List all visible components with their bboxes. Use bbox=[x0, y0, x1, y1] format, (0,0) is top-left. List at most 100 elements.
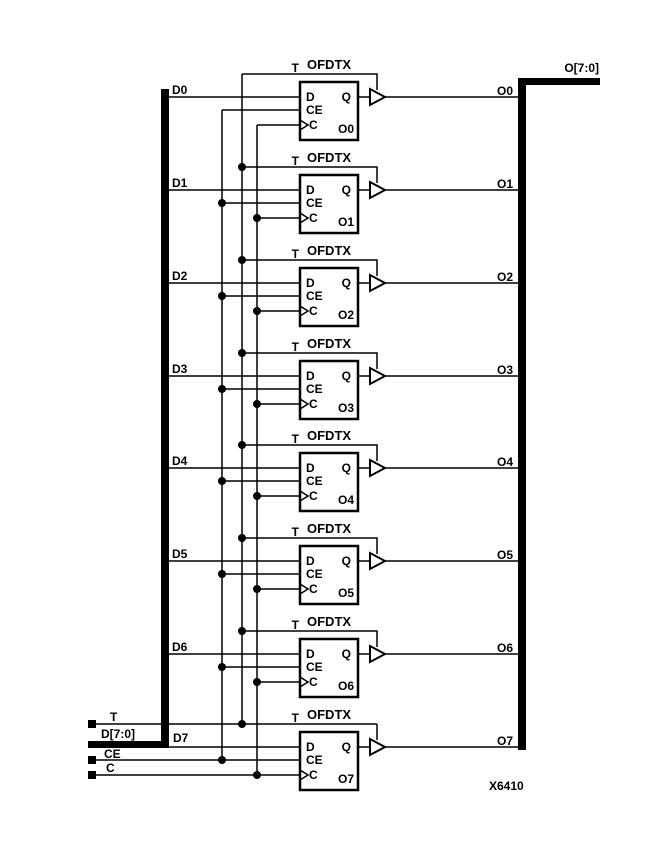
ff-wiring bbox=[167, 724, 518, 748]
tristate-buffer-icon bbox=[369, 87, 388, 107]
ff-title: OFDTX bbox=[307, 243, 351, 258]
tristate-buffer-icon bbox=[369, 366, 388, 386]
ff-input-label: D7 bbox=[173, 731, 189, 745]
ff-wiring bbox=[167, 630, 518, 683]
t-input-pin bbox=[88, 720, 96, 728]
ff-pin-d-label: D bbox=[306, 740, 315, 754]
ff-input-label: D0 bbox=[172, 83, 188, 97]
ff-pin-c-label: C bbox=[309, 489, 318, 503]
junction-dot bbox=[218, 477, 226, 485]
junction-dot bbox=[253, 214, 261, 222]
junction-dot bbox=[238, 349, 246, 357]
clock-chevron-icon bbox=[299, 212, 310, 224]
ff-pin-c-label: C bbox=[309, 304, 318, 318]
ff-t-label: T bbox=[292, 247, 300, 261]
flipflop-7: T OFDTX D7 D CE C Q O7 O7 bbox=[167, 707, 518, 792]
ff-pin-c-label: C bbox=[309, 582, 318, 596]
ff-pin-q-label: Q bbox=[342, 647, 351, 661]
ff-output-label: O1 bbox=[497, 177, 513, 191]
part-number-label: X6410 bbox=[489, 779, 524, 793]
ff-t-label: T bbox=[292, 711, 300, 725]
junction-dot bbox=[218, 199, 226, 207]
ff-pin-q-label: Q bbox=[342, 554, 351, 568]
ff-wiring bbox=[167, 444, 518, 497]
ff-input-label: D4 bbox=[172, 454, 188, 468]
junction-dot bbox=[238, 627, 246, 635]
ff-body bbox=[298, 266, 360, 328]
clock-chevron-icon bbox=[299, 119, 310, 131]
ff-pin-q-label: Q bbox=[342, 369, 351, 383]
output-bus-vertical bbox=[518, 78, 526, 750]
junction-dot bbox=[253, 400, 261, 408]
flipflop-2: T OFDTX D2 D CE C Q O2 O2 bbox=[167, 243, 518, 328]
ff-input-label: D6 bbox=[172, 640, 188, 654]
ff-pin-d-label: D bbox=[306, 276, 315, 290]
ff-title: OFDTX bbox=[307, 614, 351, 629]
ff-t-label: T bbox=[292, 618, 300, 632]
ff-pin-d-label: D bbox=[306, 183, 315, 197]
junction-dot bbox=[218, 570, 226, 578]
ff-body bbox=[298, 173, 360, 235]
input-bus-label: D[7:0] bbox=[101, 727, 135, 741]
ce-input-pin bbox=[88, 756, 96, 764]
ff-input-label: D1 bbox=[172, 176, 188, 190]
ff-title: OFDTX bbox=[307, 150, 351, 165]
clock-chevron-icon bbox=[299, 676, 310, 688]
ff-input-label: D5 bbox=[172, 547, 188, 561]
ff-pin-c-label: C bbox=[309, 397, 318, 411]
tristate-buffer-icon bbox=[369, 273, 388, 293]
ff-body bbox=[298, 359, 360, 421]
ff-pin-c-label: C bbox=[309, 675, 318, 689]
ff-input-label: D3 bbox=[172, 362, 188, 376]
flipflop-3: T OFDTX D3 D CE C Q O3 O3 bbox=[167, 336, 518, 421]
ff-pin-ce-label: CE bbox=[306, 567, 323, 581]
input-bus-horizontal bbox=[88, 741, 169, 748]
ff-instance-label: O0 bbox=[338, 122, 354, 136]
tristate-buffer-icon bbox=[369, 737, 388, 757]
junction-dot bbox=[238, 720, 246, 728]
ff-pin-ce-label: CE bbox=[306, 660, 323, 674]
junction-dot bbox=[218, 385, 226, 393]
junction-dot bbox=[218, 756, 226, 764]
ff-t-label: T bbox=[292, 525, 300, 539]
ff-pin-d-label: D bbox=[306, 369, 315, 383]
clock-chevron-icon bbox=[299, 305, 310, 317]
ff-instance-label: O2 bbox=[338, 308, 354, 322]
t-input-label: T bbox=[110, 710, 118, 724]
ff-pin-ce-label: CE bbox=[306, 474, 323, 488]
ff-wiring bbox=[167, 259, 518, 312]
ff-wiring bbox=[167, 352, 518, 405]
ff-t-label: T bbox=[292, 154, 300, 168]
flipflop-4: T OFDTX D4 D CE C Q O4 O4 bbox=[167, 428, 518, 513]
ff-pin-q-label: Q bbox=[342, 183, 351, 197]
ff-instance-label: O4 bbox=[338, 493, 354, 507]
tristate-buffer-icon bbox=[369, 180, 388, 200]
clock-chevron-icon bbox=[299, 583, 310, 595]
ff-pin-ce-label: CE bbox=[306, 103, 323, 117]
tristate-buffer-icon bbox=[369, 644, 388, 664]
ff-pin-q-label: Q bbox=[342, 276, 351, 290]
ff-output-label: O7 bbox=[497, 734, 513, 748]
junction-dot bbox=[238, 534, 246, 542]
ff-output-label: O0 bbox=[497, 84, 513, 98]
junction-dot bbox=[238, 441, 246, 449]
ff-pin-ce-label: CE bbox=[306, 753, 323, 767]
ff-output-label: O5 bbox=[497, 548, 513, 562]
junction-dots bbox=[218, 163, 261, 779]
ff-body bbox=[298, 451, 360, 513]
ff-instance-label: O7 bbox=[338, 772, 354, 786]
junction-dot bbox=[253, 492, 261, 500]
ff-output-label: O3 bbox=[497, 363, 513, 377]
junction-dot bbox=[238, 163, 246, 171]
ff-t-label: T bbox=[292, 340, 300, 354]
ff-pin-c-label: C bbox=[309, 768, 318, 782]
ff-t-label: T bbox=[292, 432, 300, 446]
ff-title: OFDTX bbox=[307, 336, 351, 351]
ff-output-label: O2 bbox=[497, 270, 513, 284]
ff-title: OFDTX bbox=[307, 57, 351, 72]
ff-pin-c-label: C bbox=[309, 211, 318, 225]
clock-chevron-icon bbox=[299, 490, 310, 502]
ff-instance-label: O5 bbox=[338, 586, 354, 600]
ff-wiring bbox=[167, 166, 518, 219]
